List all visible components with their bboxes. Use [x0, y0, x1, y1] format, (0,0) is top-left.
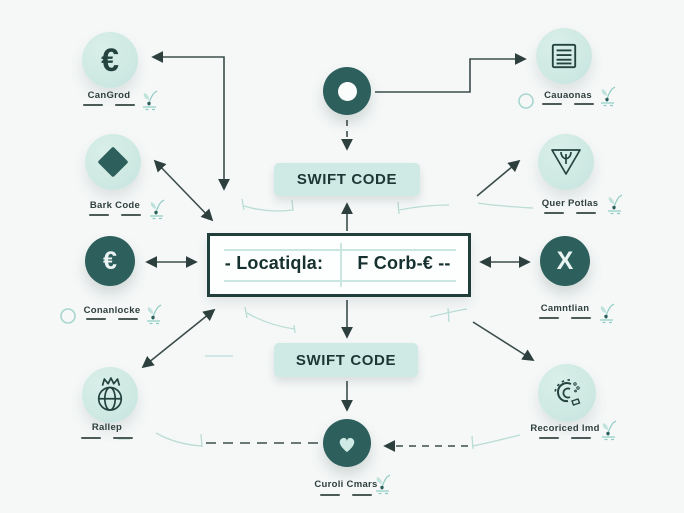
globe-crown-icon: [97, 377, 123, 411]
decor-stroke-2: [397, 201, 450, 215]
node-heart: [323, 419, 371, 467]
donut-node: [323, 67, 371, 115]
decor-stroke-8: [471, 434, 521, 450]
node-label: Quer Potlas: [541, 198, 599, 209]
node-rallep: [82, 367, 138, 423]
node-label: Conanlocke: [83, 305, 141, 316]
arrow-diagonal-lowerright: [472, 321, 535, 361]
label-underline: [89, 214, 141, 216]
decor-stroke-6: [429, 307, 468, 323]
node-cauaonas: [536, 28, 592, 84]
label-underline: [539, 437, 591, 439]
funnel-icon: [551, 149, 581, 175]
label-underline: [320, 494, 372, 496]
arrow-elbow-topright: [375, 53, 527, 93]
label-underline: [544, 212, 596, 214]
donut-icon: [337, 81, 357, 101]
label-underline: [81, 437, 133, 439]
node-bark-code: [85, 134, 141, 190]
heart-icon: [339, 437, 355, 453]
node-label: Curoli Cmars: [314, 479, 378, 490]
label-underline: [539, 317, 591, 319]
arrow-elbow-topleft: [151, 51, 230, 191]
euro-icon: €: [101, 42, 119, 78]
node-label: Camntlian: [540, 303, 590, 314]
x-icon: X: [556, 246, 574, 275]
arrow-diagonal-upperright: [476, 159, 521, 197]
arrow-diagonal-upperleft-double: [153, 159, 214, 222]
node-label: Rallep: [91, 422, 123, 433]
node-label: CanGrod: [87, 90, 131, 101]
swift-code-label: SWIFT CODE: [296, 171, 398, 188]
node-label: Bark Code: [89, 200, 141, 211]
document-icon: [551, 43, 577, 69]
decor-stroke-1: [241, 198, 294, 212]
label-underline: [542, 103, 594, 105]
node-label: Cauaonas: [544, 90, 592, 101]
arrow-diagonal-lowerleft-double: [141, 308, 216, 369]
box-inner-divider: [340, 243, 342, 287]
decor-stroke-4: [244, 306, 296, 334]
diamond-icon: [97, 146, 129, 178]
node-cangrod: €: [82, 32, 138, 88]
swift-code-box-bottom: SWIFT CODE: [274, 343, 418, 377]
node-conanlocke: €: [85, 236, 135, 286]
gear-sketch-icon: [554, 379, 581, 406]
code-text-right: F Corb-€ --: [357, 253, 451, 273]
label-underline: [83, 104, 135, 106]
node-quer-potlas: [538, 134, 594, 190]
central-code-box: - Locatiqla: F Corb-€ --: [207, 233, 471, 297]
swift-code-box-top: SWIFT CODE: [274, 163, 420, 196]
node-recoriced: [538, 364, 596, 422]
label-underline: [86, 318, 138, 320]
decor-stroke-7: [155, 432, 203, 448]
swift-code-label: SWIFT CODE: [295, 351, 397, 369]
node-label: Recoriced lmd: [530, 423, 600, 434]
euro-dark-icon: €: [103, 246, 117, 275]
code-text-left: - Locatiqla:: [224, 253, 324, 273]
node-camntlian: X: [540, 236, 590, 286]
